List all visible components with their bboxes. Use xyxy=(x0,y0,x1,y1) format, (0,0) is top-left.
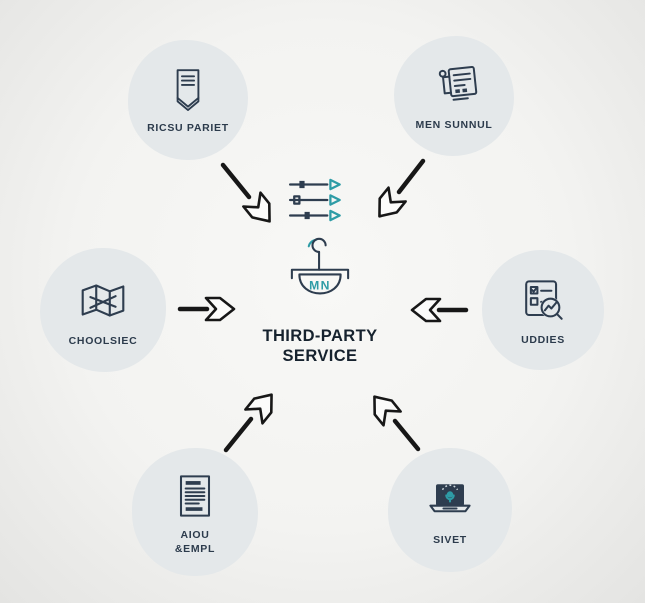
node-label: RICSU PARIET xyxy=(147,121,229,134)
center-title-line2: SERVICE xyxy=(282,347,358,366)
checklist-search-icon xyxy=(515,273,571,329)
arrow-middle-left-to-center xyxy=(177,296,236,322)
node-sivet: SIVET xyxy=(388,448,512,572)
node-ricsu-pariet: RICSU PARIET xyxy=(128,40,248,160)
center-title: THIRD-PARTY SERVICE xyxy=(228,326,412,366)
node-label: MEN SUNNUL xyxy=(415,118,493,131)
node-men-sunnul: MEN SUNNUL xyxy=(394,36,514,156)
node-label: UDDIES xyxy=(521,333,565,346)
hook-service-icon: MN xyxy=(268,236,372,326)
laptop-presenter-icon xyxy=(422,473,478,529)
node-uddies: UDDIES xyxy=(482,250,604,370)
document-icon xyxy=(167,468,223,524)
badge-icon xyxy=(162,65,214,117)
node-label: SIVET xyxy=(433,533,467,546)
flow-filter-icon xyxy=(287,178,349,222)
arrow-top-right-to-center xyxy=(369,158,426,225)
node-aiou-eempl: AIOU&EMPL xyxy=(132,448,258,576)
node-label: AIOU&EMPL xyxy=(174,528,216,555)
map-icon xyxy=(74,272,132,330)
scanner-device-icon xyxy=(427,60,481,114)
monogram-text: MN xyxy=(309,278,331,292)
center-title-line1: THIRD-PARTY xyxy=(262,327,378,345)
node-label: CHOOLSIEC xyxy=(68,334,138,347)
arrow-top-left-to-center xyxy=(220,162,280,230)
arrow-middle-right-to-center xyxy=(410,297,469,323)
arrow-bottom-right-to-center xyxy=(364,388,421,452)
node-choolsiec: CHOOLSIEC xyxy=(40,248,166,372)
arrow-bottom-left-to-center xyxy=(223,386,282,453)
